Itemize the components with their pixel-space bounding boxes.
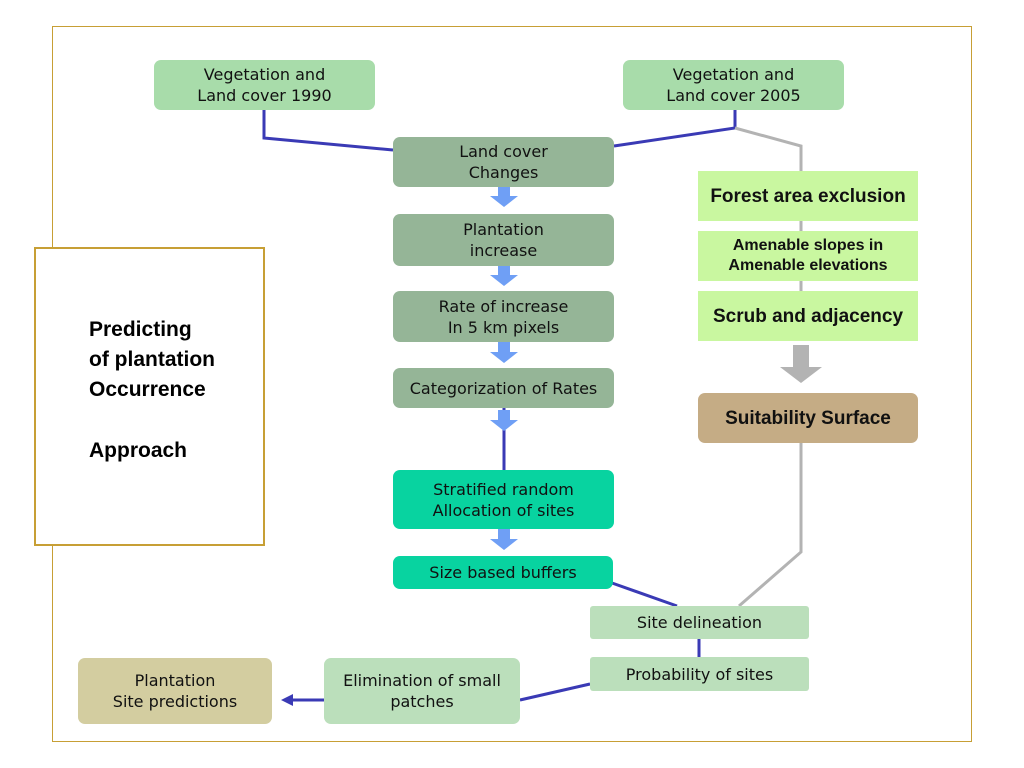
node-plantation-increase: Plantation increase	[393, 214, 614, 266]
node-scrub-and-adjacency: Scrub and adjacency	[698, 291, 918, 341]
node-elimination-of-small-patches: Elimination of small patches	[324, 658, 520, 724]
title-line-approach: Approach	[89, 439, 188, 462]
node-vegetation-1990-line2: Land cover 1990	[197, 86, 332, 105]
node-vegetation-1990: Vegetation and Land cover 1990	[154, 60, 375, 110]
node-scrub-and-adjacency-line1: Scrub and adjacency	[712, 305, 904, 327]
node-land-cover-changes: Land cover Changes	[393, 137, 614, 187]
node-plantation-predictions-line1: Plantation	[134, 671, 216, 690]
node-amenable-slopes: Amenable slopes in Amenable elevations	[698, 231, 918, 281]
node-plantation-site-predictions: Plantation Site predictions	[78, 658, 272, 724]
node-vegetation-2005-line2: Land cover 2005	[666, 86, 801, 105]
node-categorization-of-rates: Categorization of Rates	[393, 368, 614, 408]
connector-1990-to-changes	[262, 110, 394, 152]
title-line-of-plantation: of plantation	[89, 348, 215, 371]
node-plantation-predictions-line2: Site predictions	[112, 692, 238, 711]
node-suitability-surface-line1: Suitability Surface	[725, 407, 891, 429]
node-probability-of-sites-line1: Probability of sites	[625, 664, 774, 684]
node-amenable-slopes-line1: Amenable slopes in	[732, 237, 884, 254]
node-land-cover-changes-line2: Changes	[468, 163, 539, 182]
title-line-occurrence: Occurrence	[89, 378, 206, 401]
connector-2005-to-changes	[613, 110, 737, 148]
node-size-based-buffers-line1: Size based buffers	[429, 563, 577, 582]
node-stratified-random-line1: Stratified random	[433, 479, 574, 499]
node-forest-area-exclusion: Forest area exclusion	[698, 171, 918, 221]
connector-suitability-to-delineation	[738, 443, 803, 608]
node-rate-of-increase: Rate of increase In 5 km pixels	[393, 291, 614, 342]
node-plantation-increase-line2: increase	[469, 241, 538, 260]
node-site-delineation-line1: Site delineation	[636, 613, 763, 632]
node-probability-of-sites: Probability of sites	[590, 657, 809, 691]
blue-arrow-4	[490, 410, 518, 431]
node-plantation-increase-line1: Plantation	[463, 220, 544, 239]
node-suitability-surface: Suitability Surface	[698, 393, 918, 443]
node-elimination-line2: patches	[390, 692, 454, 711]
node-rate-of-increase-line2: In 5 km pixels	[447, 317, 560, 337]
connector-buffers-to-delineation	[611, 581, 678, 608]
blue-arrow-1	[490, 187, 518, 207]
node-stratified-random: Stratified random Allocation of sites	[393, 470, 614, 529]
node-vegetation-2005-line1: Vegetation and	[672, 65, 795, 84]
node-forest-area-exclusion-line1: Forest area exclusion	[710, 185, 906, 207]
node-amenable-slopes-line2: Amenable elevations	[728, 257, 888, 274]
node-stratified-random-line2: Allocation of sites	[432, 500, 575, 520]
node-land-cover-changes-line1: Land cover	[459, 142, 548, 161]
connector-probability-to-elimination	[519, 682, 591, 702]
node-elimination-line1: Elimination of small	[343, 671, 501, 690]
node-vegetation-1990-line1: Vegetation and	[203, 65, 326, 84]
connector-2005-to-criteria	[734, 126, 803, 171]
node-rate-of-increase-line1: Rate of increase	[438, 296, 569, 316]
grey-block-arrow	[780, 345, 822, 383]
node-categorization-of-rates-line1: Categorization of Rates	[409, 378, 598, 398]
title-panel: Predicting of plantation Occurrence Appr…	[34, 247, 265, 546]
blue-arrow-2	[490, 266, 518, 286]
node-site-delineation: Site delineation	[590, 606, 809, 639]
node-vegetation-2005: Vegetation and Land cover 2005	[623, 60, 844, 110]
title-line-predicting: Predicting	[89, 318, 192, 341]
node-size-based-buffers: Size based buffers	[393, 556, 613, 589]
blue-arrow-3	[490, 342, 518, 363]
blue-arrow-5	[490, 529, 518, 550]
arrowhead-to-predictions	[281, 694, 293, 706]
